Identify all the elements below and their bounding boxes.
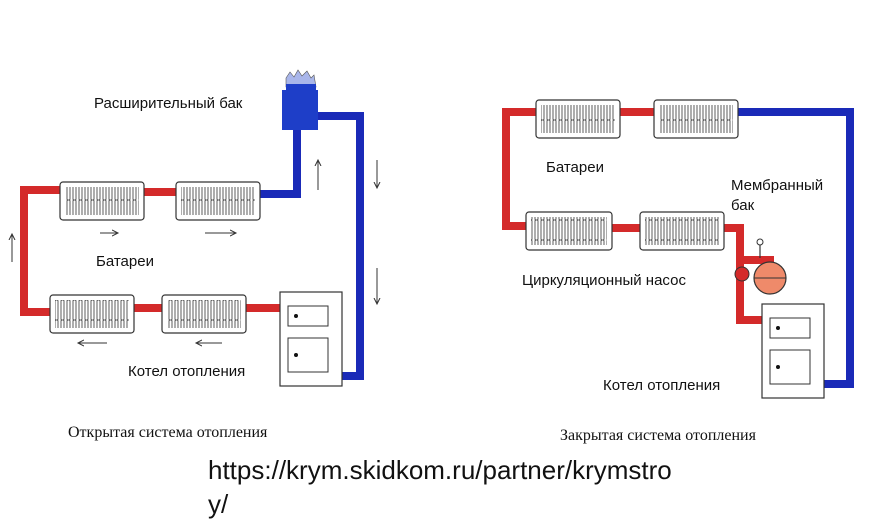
closed-system: Батареи Мембранный бак Циркуляционный на…	[502, 99, 854, 444]
closed-radiator-1	[535, 99, 621, 139]
open-cold-pipes	[256, 112, 364, 380]
membrane-tank	[753, 238, 787, 295]
closed-boiler-label: Котел отопления	[603, 377, 720, 394]
expansion-tank-label: Расширительный бак	[94, 95, 243, 112]
open-boiler	[279, 291, 343, 387]
open-flow-arrows	[12, 160, 377, 343]
open-system: Расширительный бак Батареи Котел отоплен…	[12, 69, 377, 441]
membrane-tank-label-line1: Мембранный	[731, 177, 823, 194]
closed-system-caption: Закрытая система отопления	[560, 427, 757, 444]
open-radiator-2	[175, 181, 261, 221]
open-hot-pipes	[20, 186, 286, 316]
expansion-tank	[282, 69, 318, 130]
open-radiator-3	[49, 294, 135, 334]
open-radiator-4	[161, 294, 247, 334]
open-system-caption: Открытая система отопления	[68, 424, 268, 441]
closed-boiler	[761, 303, 825, 399]
open-radiator-1	[59, 181, 145, 221]
closed-cold-pipes	[734, 108, 854, 388]
closed-radiator-3	[525, 211, 613, 251]
closed-radiator-4	[639, 211, 725, 251]
closed-radiators-label: Батареи	[546, 159, 604, 176]
membrane-tank-label-line2: бак	[731, 197, 755, 214]
pump-label: Циркуляционный насос	[522, 272, 686, 289]
circulation-pump	[734, 266, 750, 282]
open-radiators-label: Батареи	[96, 253, 154, 270]
open-boiler-label: Котел отопления	[128, 363, 245, 380]
closed-radiator-2	[653, 99, 739, 139]
partner-url[interactable]: https://krym.skidkom.ru/partner/krymstro…	[208, 455, 672, 519]
